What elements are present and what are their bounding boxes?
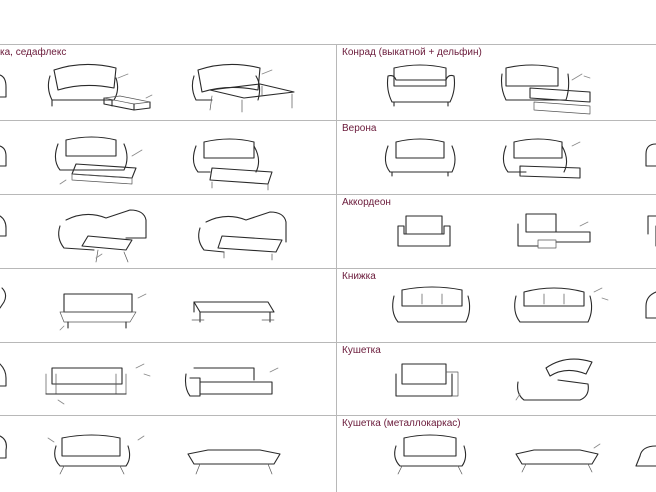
- row-label-couch-metal: Кушетка (металлокаркас): [342, 418, 461, 429]
- row-label-accordion: Аккордеон: [342, 197, 391, 208]
- sofa-illustration: [645, 143, 656, 167]
- couch-illustration: [395, 363, 459, 397]
- sofa-illustration: [0, 287, 7, 309]
- couch-illustration: [187, 449, 281, 475]
- sofa-illustration: [191, 63, 295, 113]
- sofa-illustration: [45, 363, 151, 405]
- couch-illustration: [515, 358, 593, 401]
- row-label-verona: Верона: [342, 123, 377, 134]
- sofa-illustration: [0, 145, 7, 167]
- couch-illustration: [635, 445, 656, 467]
- row-divider: [0, 342, 656, 343]
- row-divider: [0, 415, 656, 416]
- row-label-konrad: Конрад (выкатной + дельфин): [342, 47, 482, 58]
- sofa-illustration: [392, 286, 471, 323]
- sofa-illustration: [517, 213, 591, 249]
- sofa-illustration: [384, 138, 456, 177]
- couch-illustration: [47, 434, 145, 475]
- sofa-illustration: [192, 138, 273, 191]
- couch-illustration: [394, 434, 467, 475]
- sofa-illustration: [47, 63, 153, 111]
- sofa-illustration: [184, 367, 279, 397]
- row-label-left: ка, седафлекс: [0, 47, 67, 58]
- sofa-illustration: [0, 363, 7, 387]
- row-label-book: Книжка: [342, 271, 376, 282]
- sofa-illustration: [645, 291, 656, 319]
- row-divider: [0, 194, 656, 195]
- couch-illustration: [0, 435, 7, 459]
- row-divider: [0, 44, 656, 45]
- sofa-illustration: [397, 215, 451, 247]
- sofa-illustration: [502, 138, 581, 179]
- sofa-illustration: [647, 215, 656, 247]
- sofa-illustration: [54, 136, 143, 185]
- corner-sofa-illustration: [58, 209, 147, 263]
- sofa-illustration: [514, 287, 609, 323]
- row-divider: [0, 120, 656, 121]
- sofa-illustration: [0, 215, 7, 237]
- sofa-illustration: [386, 64, 456, 107]
- couch-illustration: [515, 443, 601, 473]
- sofa-illustration: [0, 74, 7, 98]
- corner-sofa-illustration: [198, 211, 287, 261]
- sofa-illustration: [500, 64, 591, 115]
- row-divider: [0, 268, 656, 269]
- row-label-couch: Кушетка: [342, 345, 381, 356]
- book-sofa-illustration: [59, 293, 147, 331]
- column-divider: [336, 44, 337, 492]
- book-sofa-illustration: [191, 301, 275, 323]
